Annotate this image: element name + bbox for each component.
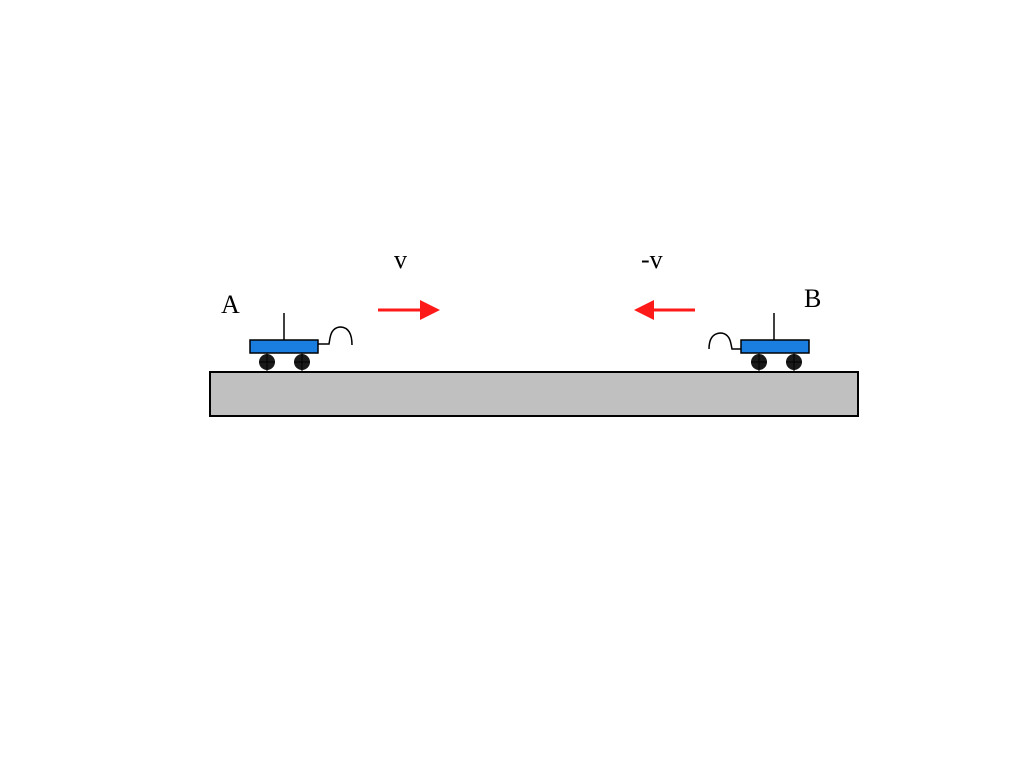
cart-b bbox=[708, 313, 810, 372]
cart-a-wheel-left bbox=[259, 353, 275, 372]
spring-coupler-icon bbox=[708, 332, 741, 350]
arrow-right-icon bbox=[378, 300, 440, 320]
spring-coupler-icon bbox=[318, 326, 353, 346]
cart-b-body bbox=[740, 339, 810, 354]
velocity-a-label: v bbox=[394, 245, 407, 274]
cart-a-wheel-right bbox=[294, 353, 310, 372]
cart-b-wheel-right bbox=[786, 353, 802, 372]
cart-b-wheel-left bbox=[751, 353, 767, 372]
arrow-left-icon bbox=[634, 300, 695, 320]
cart-a-body bbox=[249, 339, 319, 354]
track bbox=[209, 371, 859, 417]
cart-b-label: B bbox=[804, 284, 821, 313]
cart-a bbox=[249, 313, 353, 372]
cart-a-label: A bbox=[221, 290, 240, 319]
velocity-b-label: -v bbox=[641, 245, 663, 274]
